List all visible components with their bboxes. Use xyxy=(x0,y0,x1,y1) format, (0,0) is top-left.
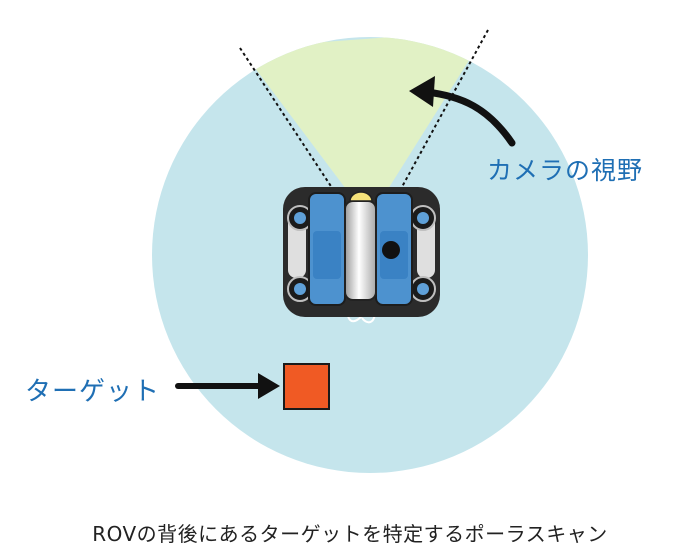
camera-fov-wedge xyxy=(240,37,488,205)
rov-vehicle xyxy=(283,187,440,324)
figure-caption: ROVの背後にあるターゲットを特定するポーラスキャン xyxy=(92,522,608,546)
thruster-rear-right xyxy=(410,276,436,302)
fov-right-edge xyxy=(396,29,489,197)
rov-center-cylinder xyxy=(344,200,377,301)
rov-sensor xyxy=(382,241,400,259)
target-box xyxy=(283,363,330,410)
thruster-front-right xyxy=(410,205,436,231)
camera-fov-label: カメラの視野 xyxy=(487,156,644,185)
fov-left-edge xyxy=(239,47,341,201)
camera-dome xyxy=(349,191,373,202)
target-arrowhead xyxy=(258,373,280,399)
camera-fov-arrow xyxy=(422,88,516,147)
target-label: ターゲット xyxy=(25,377,161,407)
camera-fov-arrowhead xyxy=(409,76,435,107)
